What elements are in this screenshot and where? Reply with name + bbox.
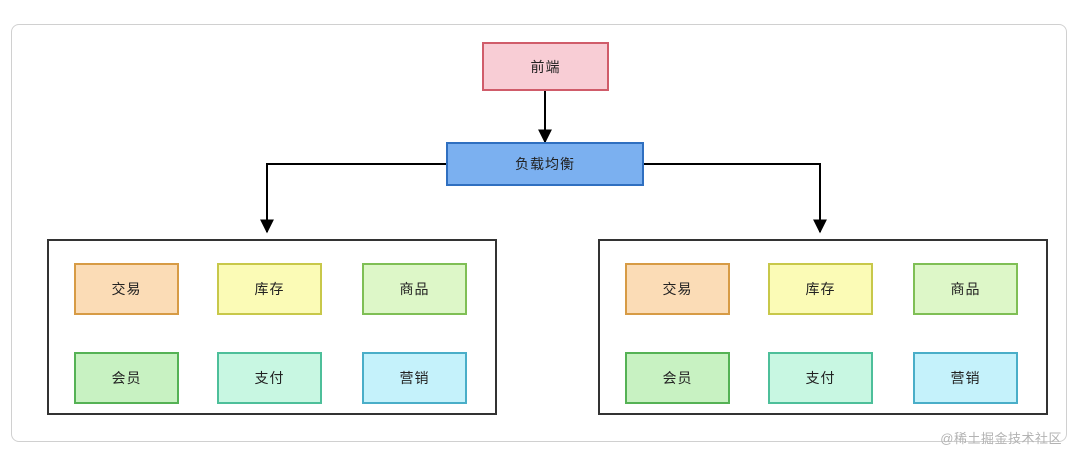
group-left-service-member[interactable]: 会员 <box>74 352 179 404</box>
group-left-service-stock[interactable]: 库存 <box>217 263 322 315</box>
edge-lb-to-group-left <box>260 163 446 234</box>
service-label: 营销 <box>399 370 430 386</box>
node-load-balancer[interactable]: 负载均衡 <box>446 142 644 186</box>
node-frontend-label: 前端 <box>530 58 561 75</box>
group-left-service-goods[interactable]: 商品 <box>362 263 467 315</box>
group-left-service-market[interactable]: 营销 <box>362 352 467 404</box>
group-right-service-trade[interactable]: 交易 <box>625 263 730 315</box>
watermark: @稀土掘金技术社区 <box>940 431 1062 446</box>
edge-lb-to-group-right <box>644 163 827 234</box>
service-label: 商品 <box>399 281 430 297</box>
service-label: 库存 <box>805 281 836 297</box>
group-right-service-pay[interactable]: 支付 <box>768 352 873 404</box>
service-label: 支付 <box>254 370 285 386</box>
service-label: 库存 <box>254 281 285 297</box>
service-label: 营销 <box>950 370 981 386</box>
group-right-service-member[interactable]: 会员 <box>625 352 730 404</box>
service-label: 会员 <box>111 370 142 386</box>
group-right-service-goods[interactable]: 商品 <box>913 263 1018 315</box>
group-right-service-stock[interactable]: 库存 <box>768 263 873 315</box>
group-left-service-pay[interactable]: 支付 <box>217 352 322 404</box>
node-load-balancer-label: 负载均衡 <box>515 156 575 172</box>
group-left-service-trade[interactable]: 交易 <box>74 263 179 315</box>
service-label: 会员 <box>662 370 693 386</box>
service-label: 支付 <box>805 370 836 386</box>
service-label: 交易 <box>662 281 693 297</box>
node-frontend[interactable]: 前端 <box>482 42 609 91</box>
service-label: 交易 <box>111 281 142 297</box>
service-label: 商品 <box>950 281 981 297</box>
group-right-service-market[interactable]: 营销 <box>913 352 1018 404</box>
